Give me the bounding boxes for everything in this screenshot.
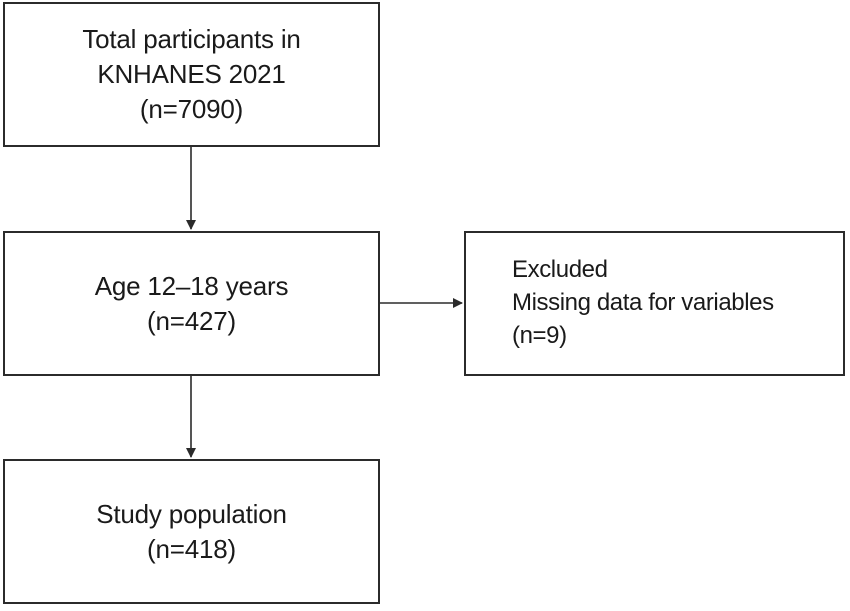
total-participants-box: Total participants in KNHANES 2021 (n=70… [3, 2, 380, 147]
age-filter-box: Age 12–18 years (n=427) [3, 231, 380, 376]
total-participants-line1: Total participants in [82, 24, 301, 54]
study-population-label: Study population [96, 498, 287, 529]
study-population-box: Study population (n=418) [3, 459, 380, 604]
excluded-reason: Missing data for variables [512, 289, 774, 316]
excluded-box: Excluded Missing data for variables (n=9… [464, 231, 845, 376]
total-participants-line2: KNHANES 2021 [97, 59, 286, 89]
excluded-count: (n=9) [512, 322, 567, 349]
age-filter-label: Age 12–18 years [94, 270, 289, 301]
age-filter-count: (n=427) [147, 305, 236, 336]
total-participants-count: (n=7090) [139, 94, 244, 124]
study-population-count: (n=418) [147, 533, 236, 564]
excluded-title: Excluded [512, 256, 608, 283]
